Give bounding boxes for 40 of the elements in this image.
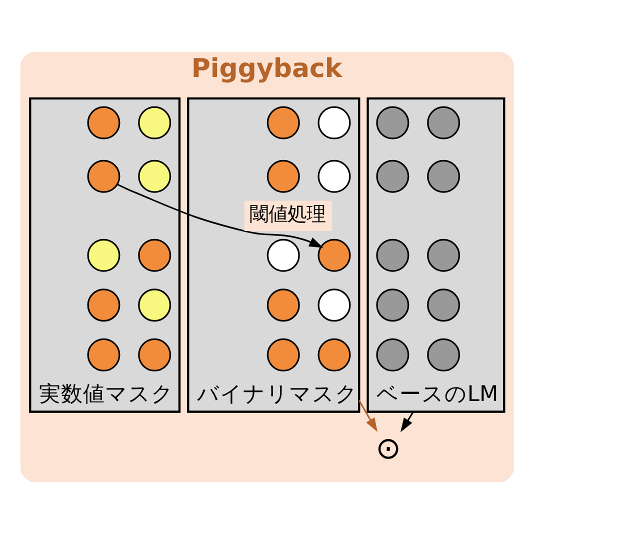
node-circle	[318, 238, 351, 272]
node-label: 実数値マスク	[38, 382, 174, 407]
node-circle	[266, 106, 300, 140]
cluster	[29, 97, 181, 413]
node-circle	[266, 160, 300, 193]
node-circle	[87, 238, 120, 272]
node-circle	[427, 160, 460, 193]
node-circle	[376, 160, 410, 193]
node-circle	[138, 106, 172, 140]
node-circle	[87, 160, 120, 193]
node-circle	[138, 238, 172, 272]
node-circle	[376, 338, 410, 372]
node-circle	[318, 106, 351, 140]
node-circle	[318, 338, 351, 372]
node-circle	[376, 106, 410, 140]
node-circle	[318, 160, 351, 193]
node-circle	[138, 338, 172, 372]
node-circle	[427, 338, 460, 372]
node-circle	[87, 106, 120, 140]
node-circle	[87, 288, 120, 322]
node-circle	[427, 106, 460, 140]
node-circle	[376, 288, 410, 322]
node-circle	[266, 338, 300, 372]
node-circle	[318, 288, 351, 322]
arrow	[400, 411, 414, 432]
node-circle	[138, 160, 172, 193]
node-label: ベースのLM	[376, 382, 498, 407]
node-circle	[376, 238, 410, 272]
cluster	[187, 97, 360, 413]
arrow	[358, 400, 378, 432]
node-circle	[87, 338, 120, 372]
node-text: ⊙	[376, 432, 402, 467]
node-circle	[427, 288, 460, 322]
edge-label: 閾値処理	[249, 202, 326, 226]
node-circle	[266, 238, 300, 272]
cluster	[366, 97, 506, 413]
node-circle	[427, 238, 460, 272]
node-label: バイナリマスク	[196, 382, 358, 407]
node-circle	[138, 288, 172, 322]
node-circle	[266, 288, 300, 322]
